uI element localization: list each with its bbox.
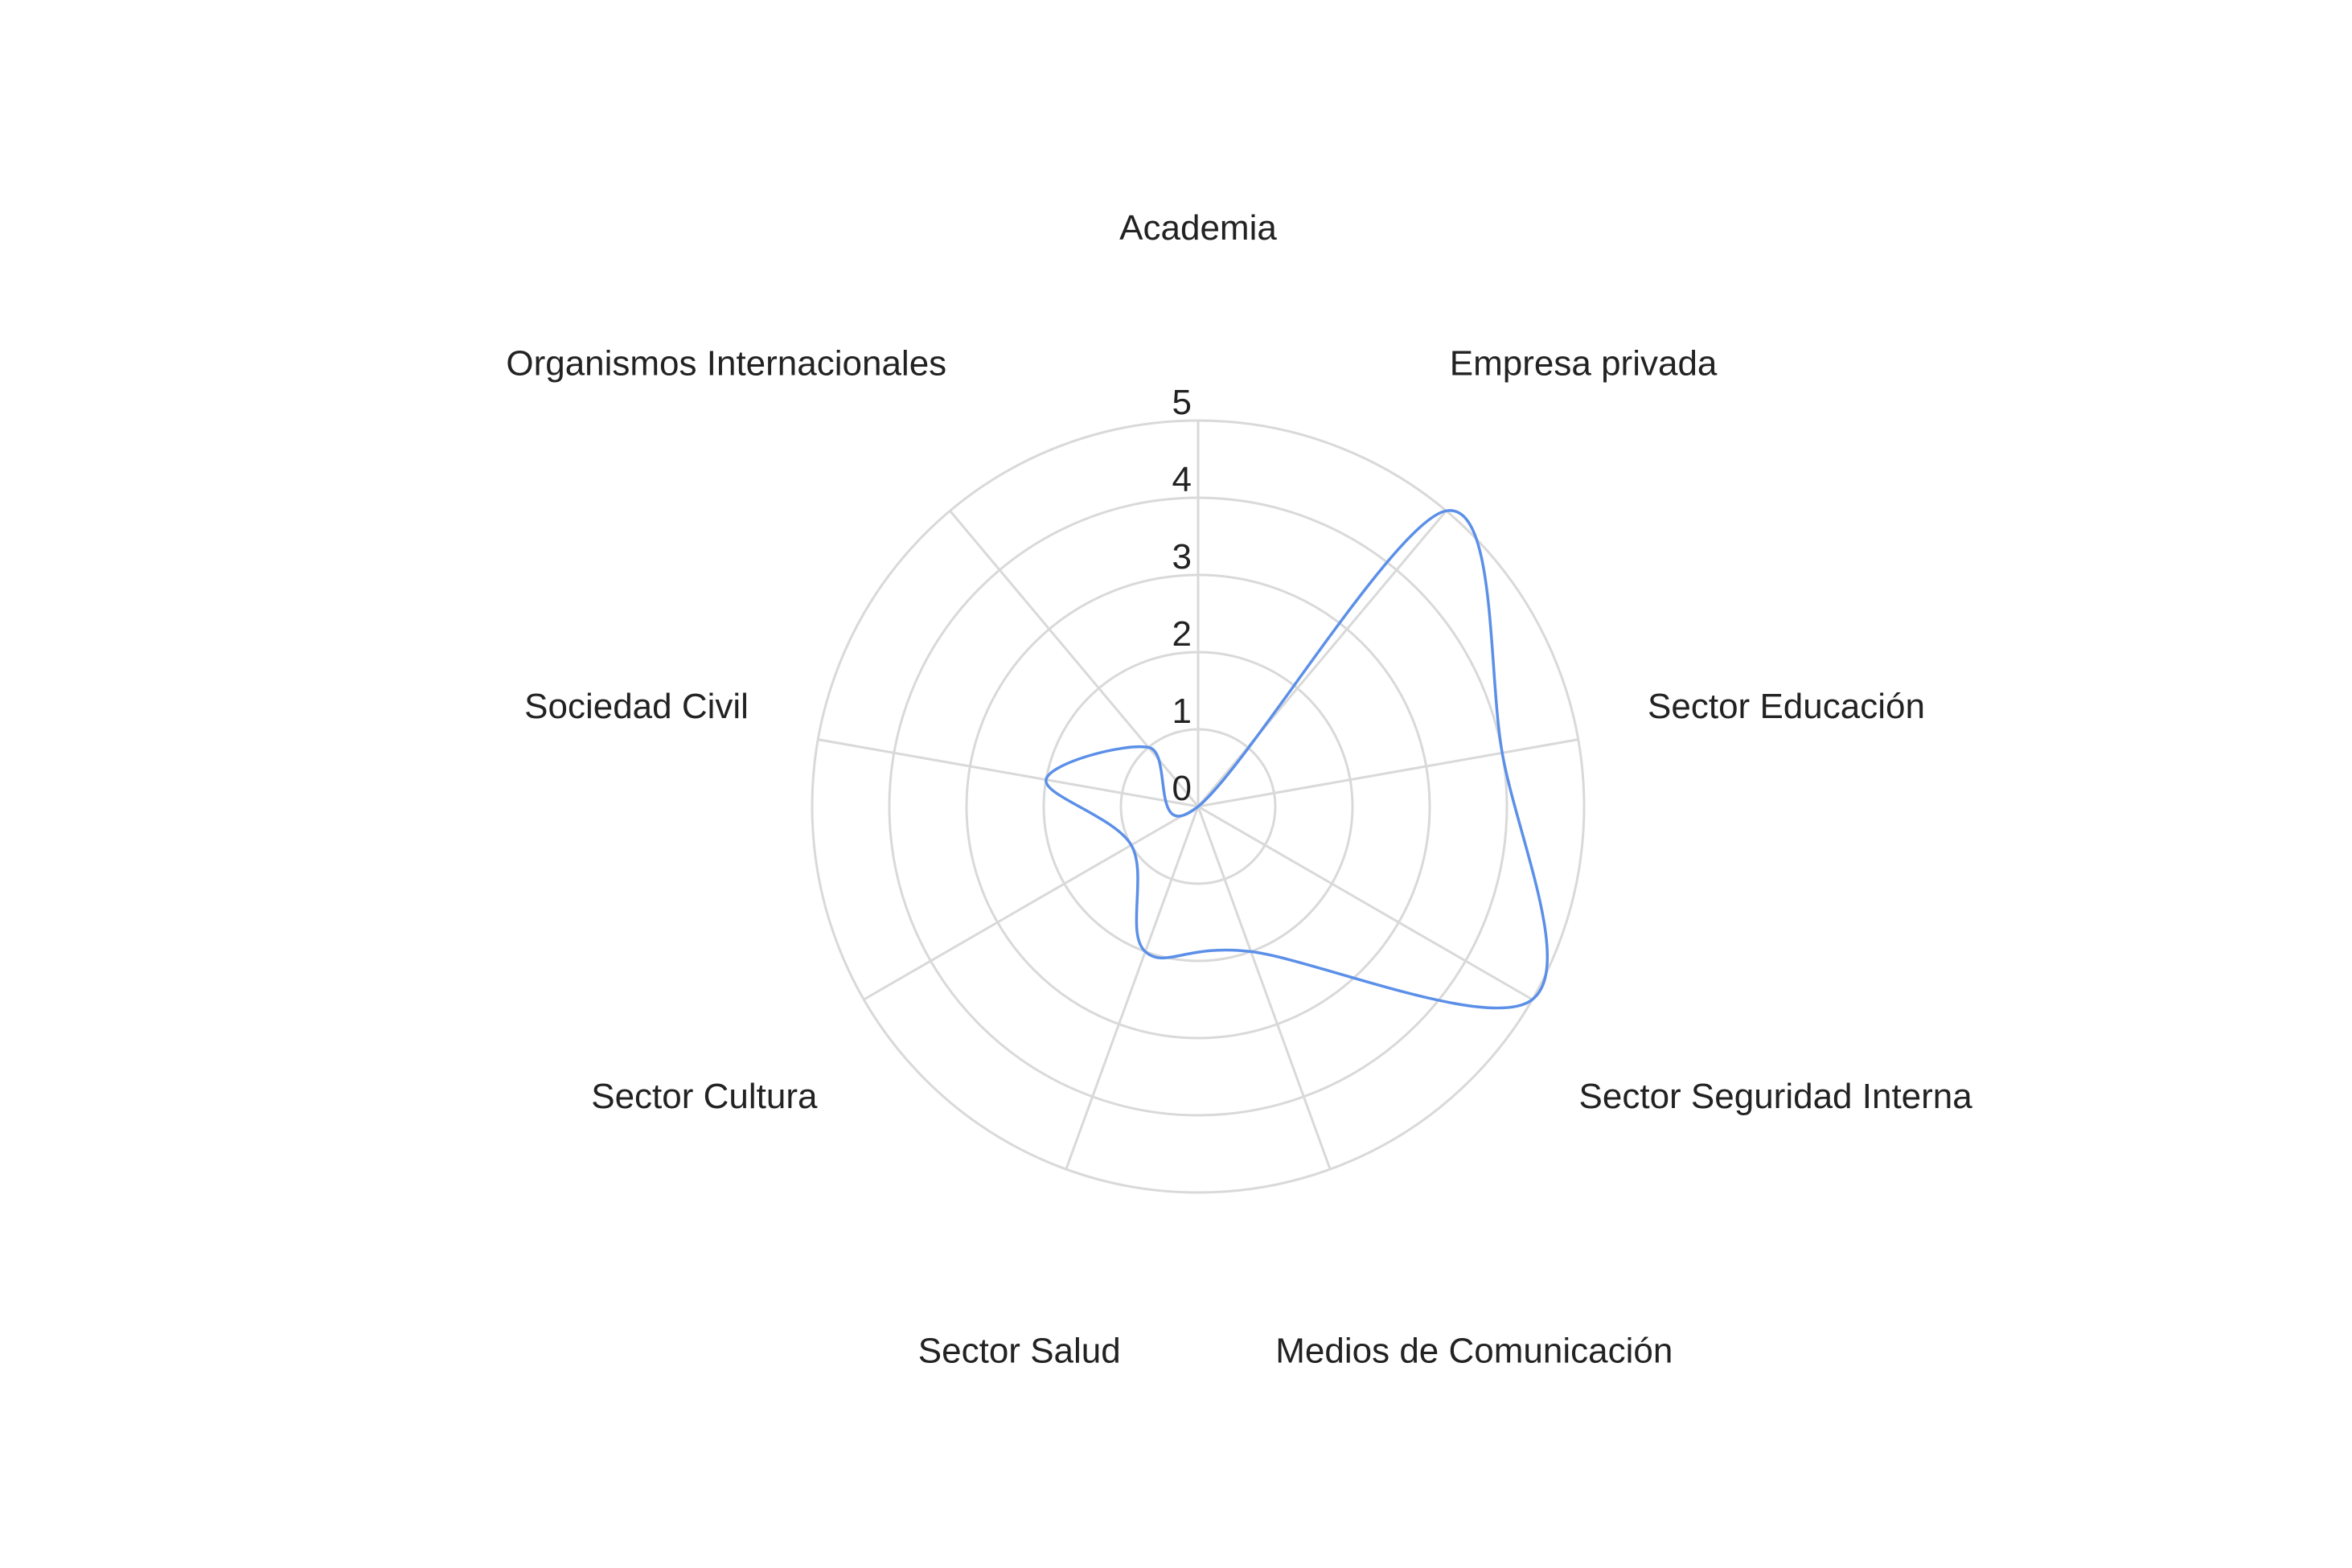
radar-grid <box>811 419 1586 1194</box>
category-label-3: Sector Seguridad Interna <box>1579 1077 1973 1116</box>
series-line-0 <box>1045 509 1550 1010</box>
radial-tick-label: 5 <box>1172 383 1192 422</box>
category-label-6: Sector Cultura <box>591 1077 818 1116</box>
spoke-1 <box>1197 510 1447 807</box>
spoke-4 <box>1197 806 1332 1170</box>
radial-tick-labels: 0 1 2 3 4 5 <box>1172 383 1192 808</box>
category-label-8: Organismos Internacionales <box>506 343 946 383</box>
radar-series <box>1045 509 1550 1010</box>
radial-tick-label: 1 <box>1172 692 1192 731</box>
category-label-1: Empresa privada <box>1450 343 1718 383</box>
category-label-7: Sociedad Civil <box>524 687 749 726</box>
radial-tick-label: 2 <box>1172 614 1192 654</box>
category-label-2: Sector Educación <box>1648 687 1925 726</box>
spoke-5 <box>1065 806 1200 1170</box>
category-label-4: Medios de Comunicación <box>1275 1332 1673 1371</box>
category-label-0: Academia <box>1119 208 1277 248</box>
radial-tick-label: 4 <box>1172 460 1192 499</box>
radial-tick-label: 3 <box>1172 537 1192 577</box>
spoke-2 <box>1197 738 1578 808</box>
radial-tick-label: 0 <box>1172 769 1192 808</box>
category-label-5: Sector Salud <box>918 1332 1121 1371</box>
spoke-7 <box>818 738 1199 808</box>
spoke-6 <box>863 805 1199 1001</box>
spoke-3 <box>1197 805 1533 1001</box>
